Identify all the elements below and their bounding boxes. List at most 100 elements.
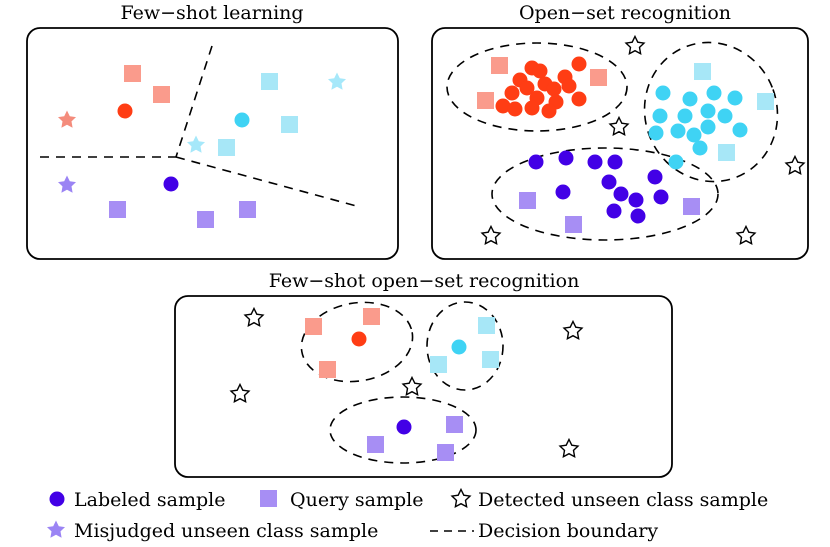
legend-item-query: Query sample: [260, 489, 424, 511]
query-sample: [363, 308, 380, 325]
query-sample: [430, 356, 447, 373]
decision-boundary: [40, 45, 361, 208]
labeled-sample: [561, 78, 577, 94]
legend-item-misjudged: Misjudged unseen class sample: [47, 520, 378, 542]
query-sample: [197, 211, 214, 228]
misjudged-unseen-star-icon: [328, 72, 346, 90]
query-sample: [491, 57, 508, 74]
labeled-sample: [655, 85, 671, 101]
labeled-sample: [727, 90, 743, 106]
outline-star-icon: [451, 488, 471, 508]
detected-unseen-star-icon: [230, 383, 250, 403]
query-sample: [109, 201, 126, 218]
query-sample: [757, 93, 774, 110]
labeled-sample: [234, 112, 250, 128]
labeled-sample: [682, 91, 698, 107]
labeled-sample: [601, 174, 617, 190]
labeled-sample: [571, 56, 587, 72]
labeled-sample: [732, 122, 748, 138]
labeled-sample: [451, 339, 467, 355]
few-shot-samples: [58, 65, 346, 228]
labeled-sample: [613, 186, 629, 202]
query-sample: [718, 144, 735, 161]
labeled-sample: [700, 103, 716, 119]
query-sample: [477, 92, 494, 109]
panel-frame: [431, 27, 809, 260]
misjudged-unseen-star-icon: [58, 175, 76, 193]
detected-unseen-star-icon: [563, 320, 583, 340]
labeled-sample: [571, 91, 587, 107]
detected-unseen-star-icon: [785, 155, 805, 175]
labeled-sample: [648, 125, 664, 141]
labeled-sample: [504, 85, 520, 101]
open-set-samples: [477, 35, 805, 245]
detected-unseen-star-icon: [625, 35, 645, 55]
labeled-sample: [652, 108, 668, 124]
misjudged-unseen-star-icon: [58, 110, 76, 128]
labeled-sample: [677, 108, 693, 124]
query-sample: [694, 63, 711, 80]
labeled-sample: [541, 103, 557, 119]
query-sample: [446, 416, 463, 433]
panel-title: Few−shot open−set recognition: [269, 270, 580, 292]
labeled-sample: [555, 184, 571, 200]
query-sample: [239, 201, 256, 218]
query-sample: [478, 317, 495, 334]
labeled-sample: [606, 203, 622, 219]
labeled-sample: [706, 85, 722, 101]
labeled-sample: [686, 127, 702, 143]
panel-few-shot-learning: Few−shot learning: [26, 2, 399, 260]
labeled-sample: [546, 81, 562, 97]
labeled-sample: [670, 123, 686, 139]
query-sample: [482, 351, 499, 368]
query-sample: [683, 198, 700, 215]
panel-title: Open−set recognition: [519, 2, 731, 24]
legend-item-boundary: Decision boundary: [430, 520, 658, 542]
filled-square-icon: [260, 490, 277, 507]
detected-unseen-star-icon: [736, 225, 756, 245]
legend-item-labeled: Labeled sample: [49, 489, 225, 511]
labeled-sample: [396, 419, 412, 435]
query-sample: [367, 436, 384, 453]
panel-frame: [26, 27, 399, 260]
legend: Labeled sample Query sample Detected uns…: [47, 488, 768, 542]
filled-circle-icon: [49, 491, 65, 507]
detected-unseen-star-icon: [244, 307, 264, 327]
filled-star-icon: [47, 520, 65, 538]
legend-label: Query sample: [290, 489, 424, 511]
misjudged-unseen-star-icon: [187, 135, 205, 153]
labeled-sample: [717, 108, 733, 124]
detected-unseen-star-icon: [609, 116, 629, 136]
legend-label: Labeled sample: [74, 489, 225, 511]
query-sample: [218, 139, 235, 156]
panel-open-set-recognition: Open−set recognition: [431, 2, 809, 260]
labeled-sample: [628, 192, 644, 208]
panel-few-shot-open-set-recognition: Few−shot open−set recognition: [174, 270, 673, 478]
detected-unseen-star-icon: [402, 376, 422, 396]
labeled-sample: [528, 154, 544, 170]
labeled-sample: [519, 80, 535, 96]
labeled-sample: [630, 208, 646, 224]
labeled-sample: [524, 100, 540, 116]
labeled-sample: [692, 140, 708, 156]
panel-title: Few−shot learning: [120, 2, 303, 24]
query-sample: [565, 216, 582, 233]
labeled-sample: [587, 154, 603, 170]
fsosr-samples: [230, 307, 583, 461]
query-sample: [124, 65, 141, 82]
query-sample: [437, 444, 454, 461]
query-sample: [281, 116, 298, 133]
labeled-sample: [163, 176, 179, 192]
detected-unseen-star-icon: [559, 438, 579, 458]
labeled-sample: [558, 150, 574, 166]
query-sample: [261, 73, 278, 90]
labeled-sample: [507, 101, 523, 117]
legend-label: Misjudged unseen class sample: [74, 520, 378, 542]
query-sample: [590, 69, 607, 86]
detected-unseen-star-icon: [481, 225, 501, 245]
panel-frame: [174, 295, 673, 478]
query-sample: [519, 192, 536, 209]
labeled-sample: [117, 103, 133, 119]
labeled-sample: [653, 189, 669, 205]
